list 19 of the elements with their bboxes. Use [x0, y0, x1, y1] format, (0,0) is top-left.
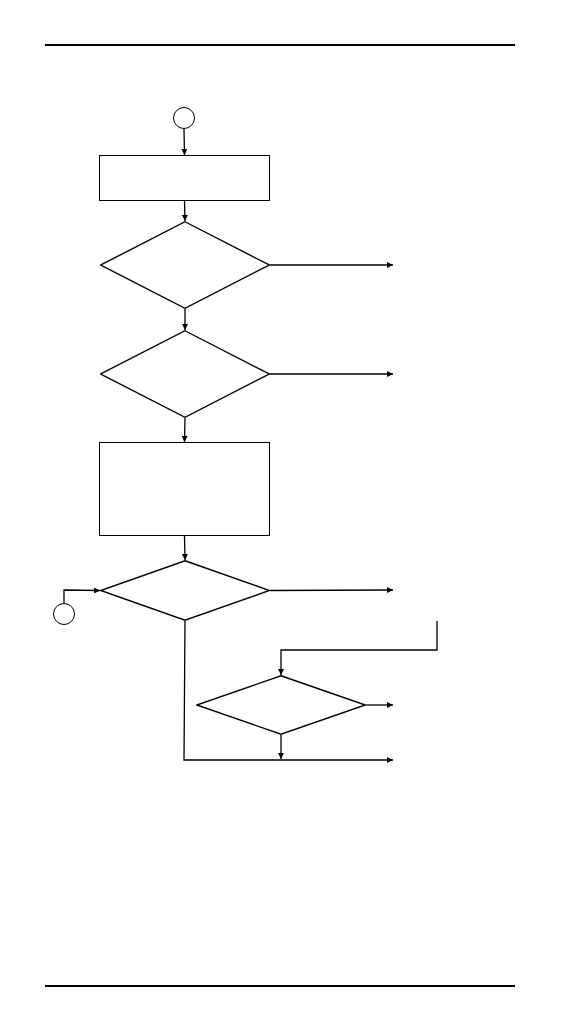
process-box	[99, 155, 270, 201]
arrow	[181, 128, 188, 156]
decision-diamond	[100, 221, 270, 309]
arrow	[183, 620, 394, 763]
decision-diamond	[100, 330, 270, 418]
arrow	[269, 371, 394, 377]
process-box	[99, 442, 270, 536]
arrow	[181, 417, 188, 443]
arrow	[269, 262, 394, 268]
arrow	[278, 734, 284, 760]
arrow	[181, 535, 188, 561]
arrow	[269, 587, 394, 593]
decision-diamond	[100, 560, 270, 621]
decision-diamond	[196, 675, 366, 735]
arrow	[181, 200, 188, 222]
arrow	[278, 620, 438, 676]
arrow	[365, 702, 394, 708]
arrow	[63, 587, 101, 604]
arrow	[182, 308, 188, 331]
